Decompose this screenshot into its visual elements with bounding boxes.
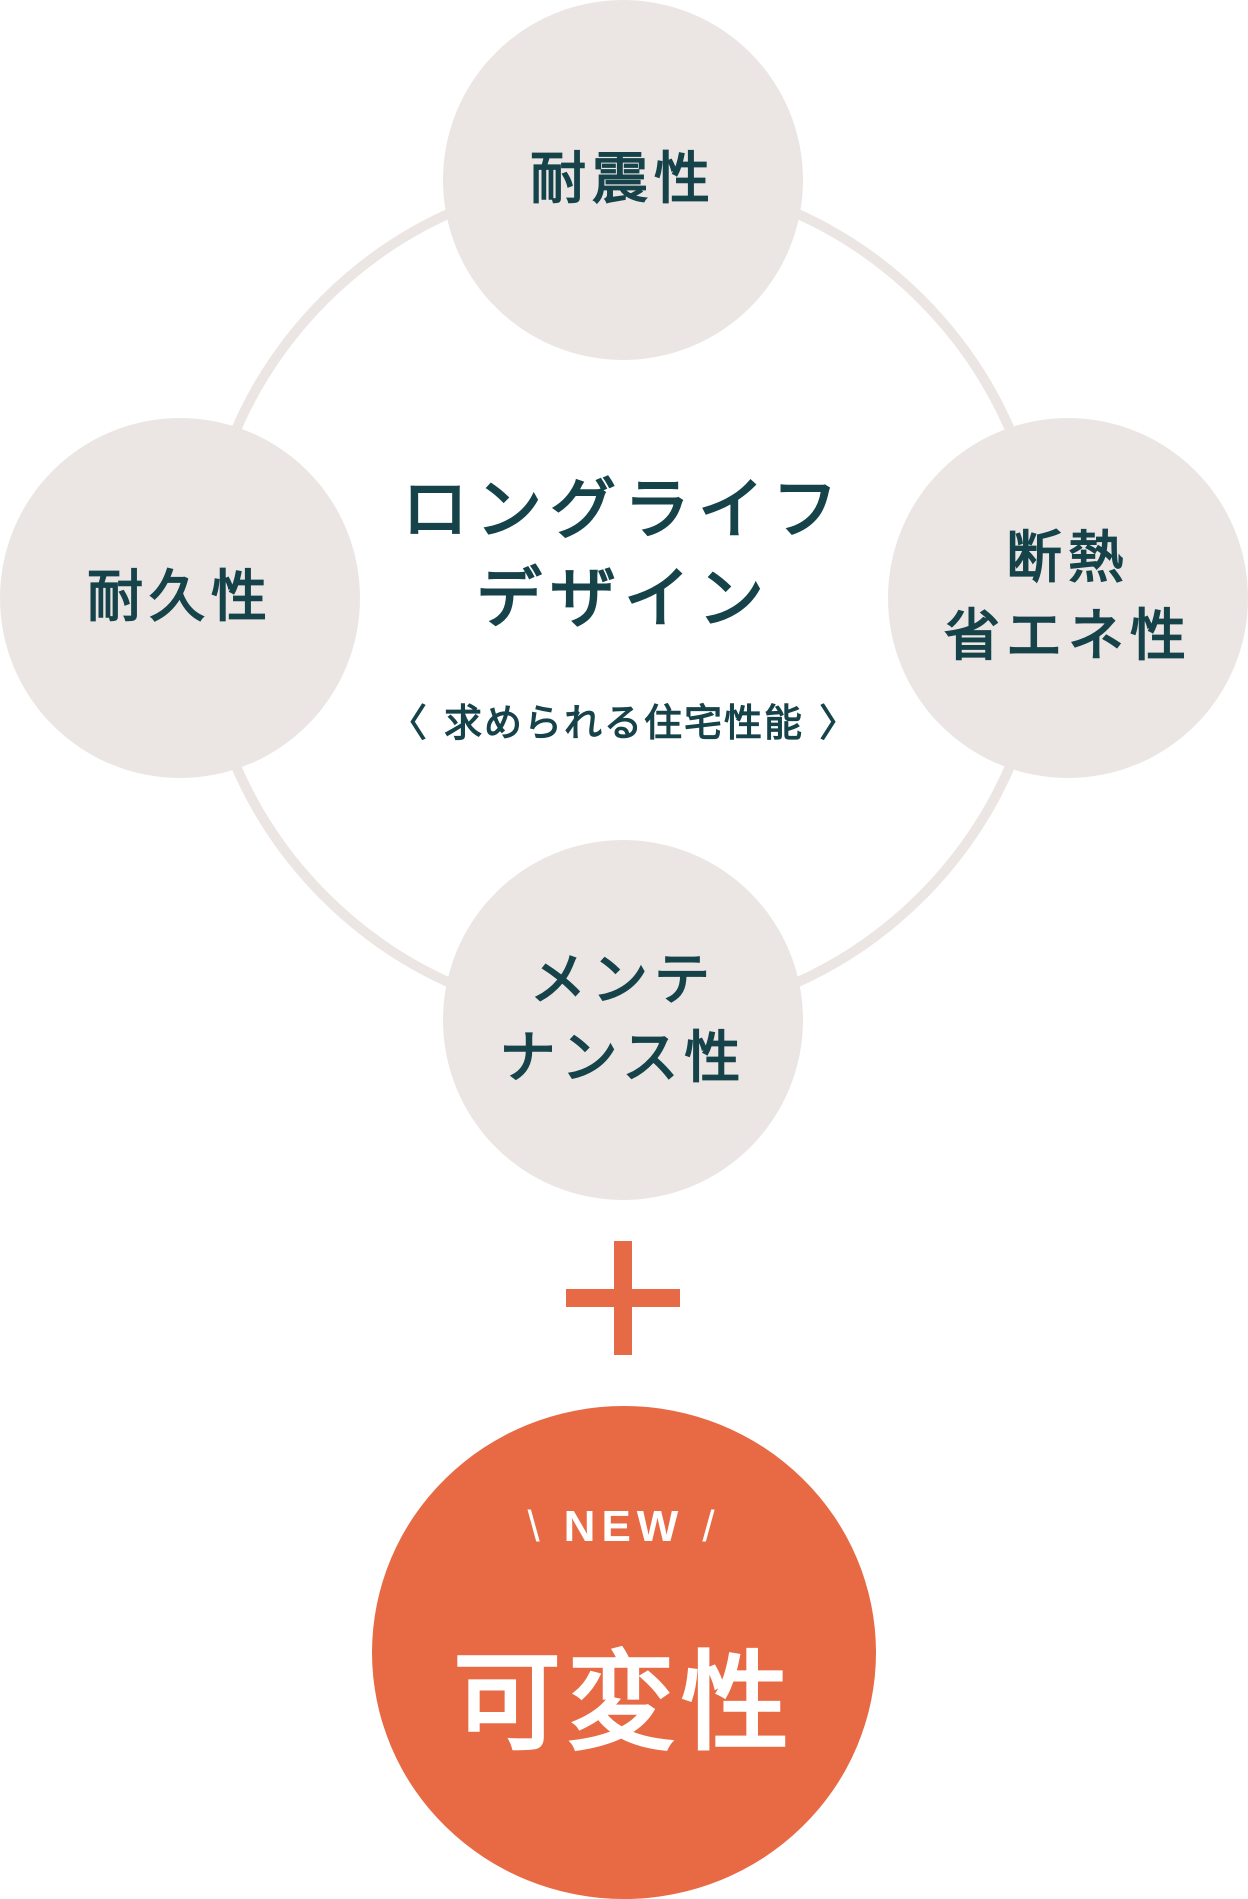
center-title-line-1: ロングライフ [402,471,846,548]
node-maintainability: メンテ ナンス性 [443,840,803,1200]
node-label: 耐震性 [530,146,716,212]
plus-symbol-text: + [566,1241,567,1242]
plus-bar-vertical [614,1241,632,1355]
center-title: ロングライフ デザイン [324,465,924,643]
center-subtitle: 〈 求められる住宅性能 〉 [388,701,860,745]
new-tag-left-deco: \ [527,1502,546,1551]
node-label-line-1: メンテ [529,947,716,1013]
node-durability: 耐久性 [0,418,360,778]
new-tag-right-deco: / [702,1502,721,1551]
new-tag-text: NEW [563,1502,685,1551]
node-label-line-2: 省エネ性 [944,604,1192,669]
plus-icon: + [566,1241,680,1355]
new-feature-label: 可変性 [452,1641,795,1766]
node-label-line-1: 断熱 [1006,525,1130,591]
node-insulation-energy-saving: 断熱 省エネ性 [888,418,1248,778]
node-seismic-resistance: 耐震性 [443,0,803,360]
new-tag: \ NEW / [372,1502,876,1552]
node-label: 耐久性 [87,564,273,630]
node-label-line-2: ナンス性 [499,1026,747,1091]
center-title-line-2: デザイン [476,560,772,638]
new-feature-circle: \ NEW / 可変性 [372,1406,876,1899]
